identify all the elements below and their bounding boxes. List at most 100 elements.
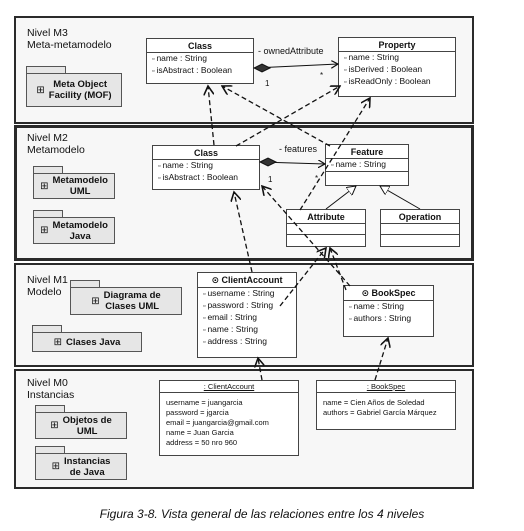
m0-book-value: authors = Gabriel García Márquez [323, 408, 437, 417]
java-instances-package-tab [35, 446, 65, 454]
level-m0-title: Nivel M0 Instancias [27, 377, 74, 401]
m0-client-value: password = jgarcia [166, 408, 229, 417]
figure-caption: Figura 3-8. Vista general de las relacio… [99, 507, 425, 521]
mof-package-line1: Meta Object [53, 79, 108, 90]
grid-icon: ⊞ [91, 295, 100, 307]
mof-package-line2: Facility (MOF) [48, 90, 112, 101]
m1-book-spec-name: BookSpec [371, 288, 416, 298]
m3-property-box: Property name : String isDerived : Boole… [338, 37, 456, 97]
m3-property-attr: name : String [339, 52, 455, 64]
m0-client-value: username = juangarcia [166, 398, 243, 407]
m2-composition [258, 157, 325, 166]
instance-of-m2class-m3class [208, 86, 215, 146]
mof-package-tab [26, 66, 66, 74]
uml-meta-package-line2: UML [69, 186, 91, 197]
m2-mult-many: * [315, 174, 319, 183]
m3-class-attr: name : String [147, 53, 253, 65]
instance-of-feature-m3class [222, 86, 331, 147]
instance-of-clientattrs-attribute [279, 248, 326, 307]
level-m3-name: Nivel M3 [27, 27, 68, 39]
m1-client-account-box: ⊙ ClientAccount username : String passwo… [197, 272, 297, 358]
level-m1-subtitle: Modelo [27, 286, 62, 298]
java-classes-package: ⊞ Clases Java [32, 332, 142, 352]
m1-client-account-name: ClientAccount [221, 275, 283, 285]
level-m2-name: Nivel M2 [27, 132, 68, 144]
instance-of-attribute-property [299, 98, 370, 211]
class-c-icon: ⊙ [211, 275, 222, 285]
generalization-attribute-feature [325, 186, 356, 210]
m1-client-attr: email : String [198, 312, 296, 324]
java-meta-package-line1: Metamodelo [52, 219, 108, 231]
java-meta-package-line2: Java [69, 230, 91, 242]
m1-book-spec-box: ⊙ BookSpec name : String authors : Strin… [343, 285, 434, 337]
m0-client-account-instance: : ClientAccount username = juangarcia pa… [159, 380, 299, 456]
uml-objects-package-line1: Objetos de [62, 414, 112, 426]
m0-client-values: username = juangarcia password = jgarcia… [160, 393, 298, 448]
m2-operation-name: Operation [381, 210, 459, 224]
level-m1-name: Nivel M1 [27, 274, 68, 286]
level-m3-title: Nivel M3 Meta-metamodelo [27, 27, 112, 51]
m2-mult-one: 1 [268, 175, 273, 184]
level-m3-subtitle: Meta-metamodelo [27, 39, 112, 51]
uml-meta-package-tab [33, 166, 63, 174]
m3-mult-many: * [320, 71, 324, 80]
m0-book-values: name = Cien Años de Soledad authors = Ga… [317, 393, 455, 418]
m1-client-attr: address : String [198, 336, 296, 348]
java-instances-package-line2: de Java [69, 466, 105, 478]
java-instances-package-line1: Instancias [63, 455, 111, 467]
level-m2-subtitle: Metamodelo [27, 144, 85, 156]
m2-attribute-name: Attribute [287, 210, 365, 224]
m0-book-spec-instance: : BookSpec name = Cien Años de Soledad a… [316, 380, 456, 430]
m0-client-account-name: : ClientAccount [160, 381, 298, 393]
class-diagram-package-line1: Diagrama de [103, 290, 161, 301]
grid-icon: ⊞ [36, 84, 45, 96]
m2-attribute-separator [287, 234, 365, 241]
m2-class-box: Class name : String isAbstract : Boolean [152, 145, 260, 190]
m0-book-value: name = Cien Años de Soledad [323, 398, 425, 407]
m1-client-attr: name : String [198, 324, 296, 336]
instance-of-bookattrs-attribute [330, 248, 347, 291]
instance-of-clientaccount-m2class [234, 192, 253, 273]
m0-client-value: address = 50 nro 960 [166, 438, 238, 447]
m3-composition [252, 64, 338, 73]
m3-property-attr: isReadOnly : Boolean [339, 76, 455, 88]
instance-of-m0client-m1client [258, 358, 262, 381]
level-m1-title: Nivel M1 Modelo [27, 274, 68, 298]
m1-client-attr: username : String [198, 288, 296, 300]
m0-book-spec-name: : BookSpec [317, 381, 455, 393]
class-diagram-package-tab [70, 280, 100, 288]
m2-feature-separator [326, 171, 408, 178]
level-m0-name: Nivel M0 [27, 377, 68, 389]
instance-of-m2-property [235, 86, 340, 147]
grid-icon: ⊞ [53, 336, 62, 348]
m2-attribute-box: Attribute [286, 209, 366, 247]
instance-of-bookspec-m2class [262, 186, 351, 287]
m2-class-attr: name : String [153, 160, 259, 172]
m2-operation-box: Operation [380, 209, 460, 247]
m3-class-box: Class name : String isAbstract : Boolean [146, 38, 254, 84]
m1-book-attr: name : String [344, 301, 433, 313]
java-classes-package-tab [32, 325, 62, 333]
m0-client-value: name = Juan Garcia [166, 428, 234, 437]
m2-feature-box: Feature name : String [325, 144, 409, 186]
uml-meta-package-line1: Metamodelo [52, 175, 108, 186]
level-m2-title: Nivel M2 Metamodelo [27, 132, 85, 156]
m1-client-attr: password : String [198, 300, 296, 312]
m0-client-value: email = juangarcia@gmail.com [166, 418, 269, 427]
m1-book-attr: authors : String [344, 313, 433, 325]
m2-feature-attr: name : String [326, 159, 408, 171]
class-diagram-package-line2: Clases UML [105, 301, 160, 312]
grid-icon: ⊞ [40, 180, 49, 192]
grid-icon: ⊞ [51, 461, 60, 472]
m3-property-attr: isDerived : Boolean [339, 64, 455, 76]
java-classes-package-line1: Clases Java [65, 336, 121, 348]
generalization-operation-feature [380, 186, 421, 210]
